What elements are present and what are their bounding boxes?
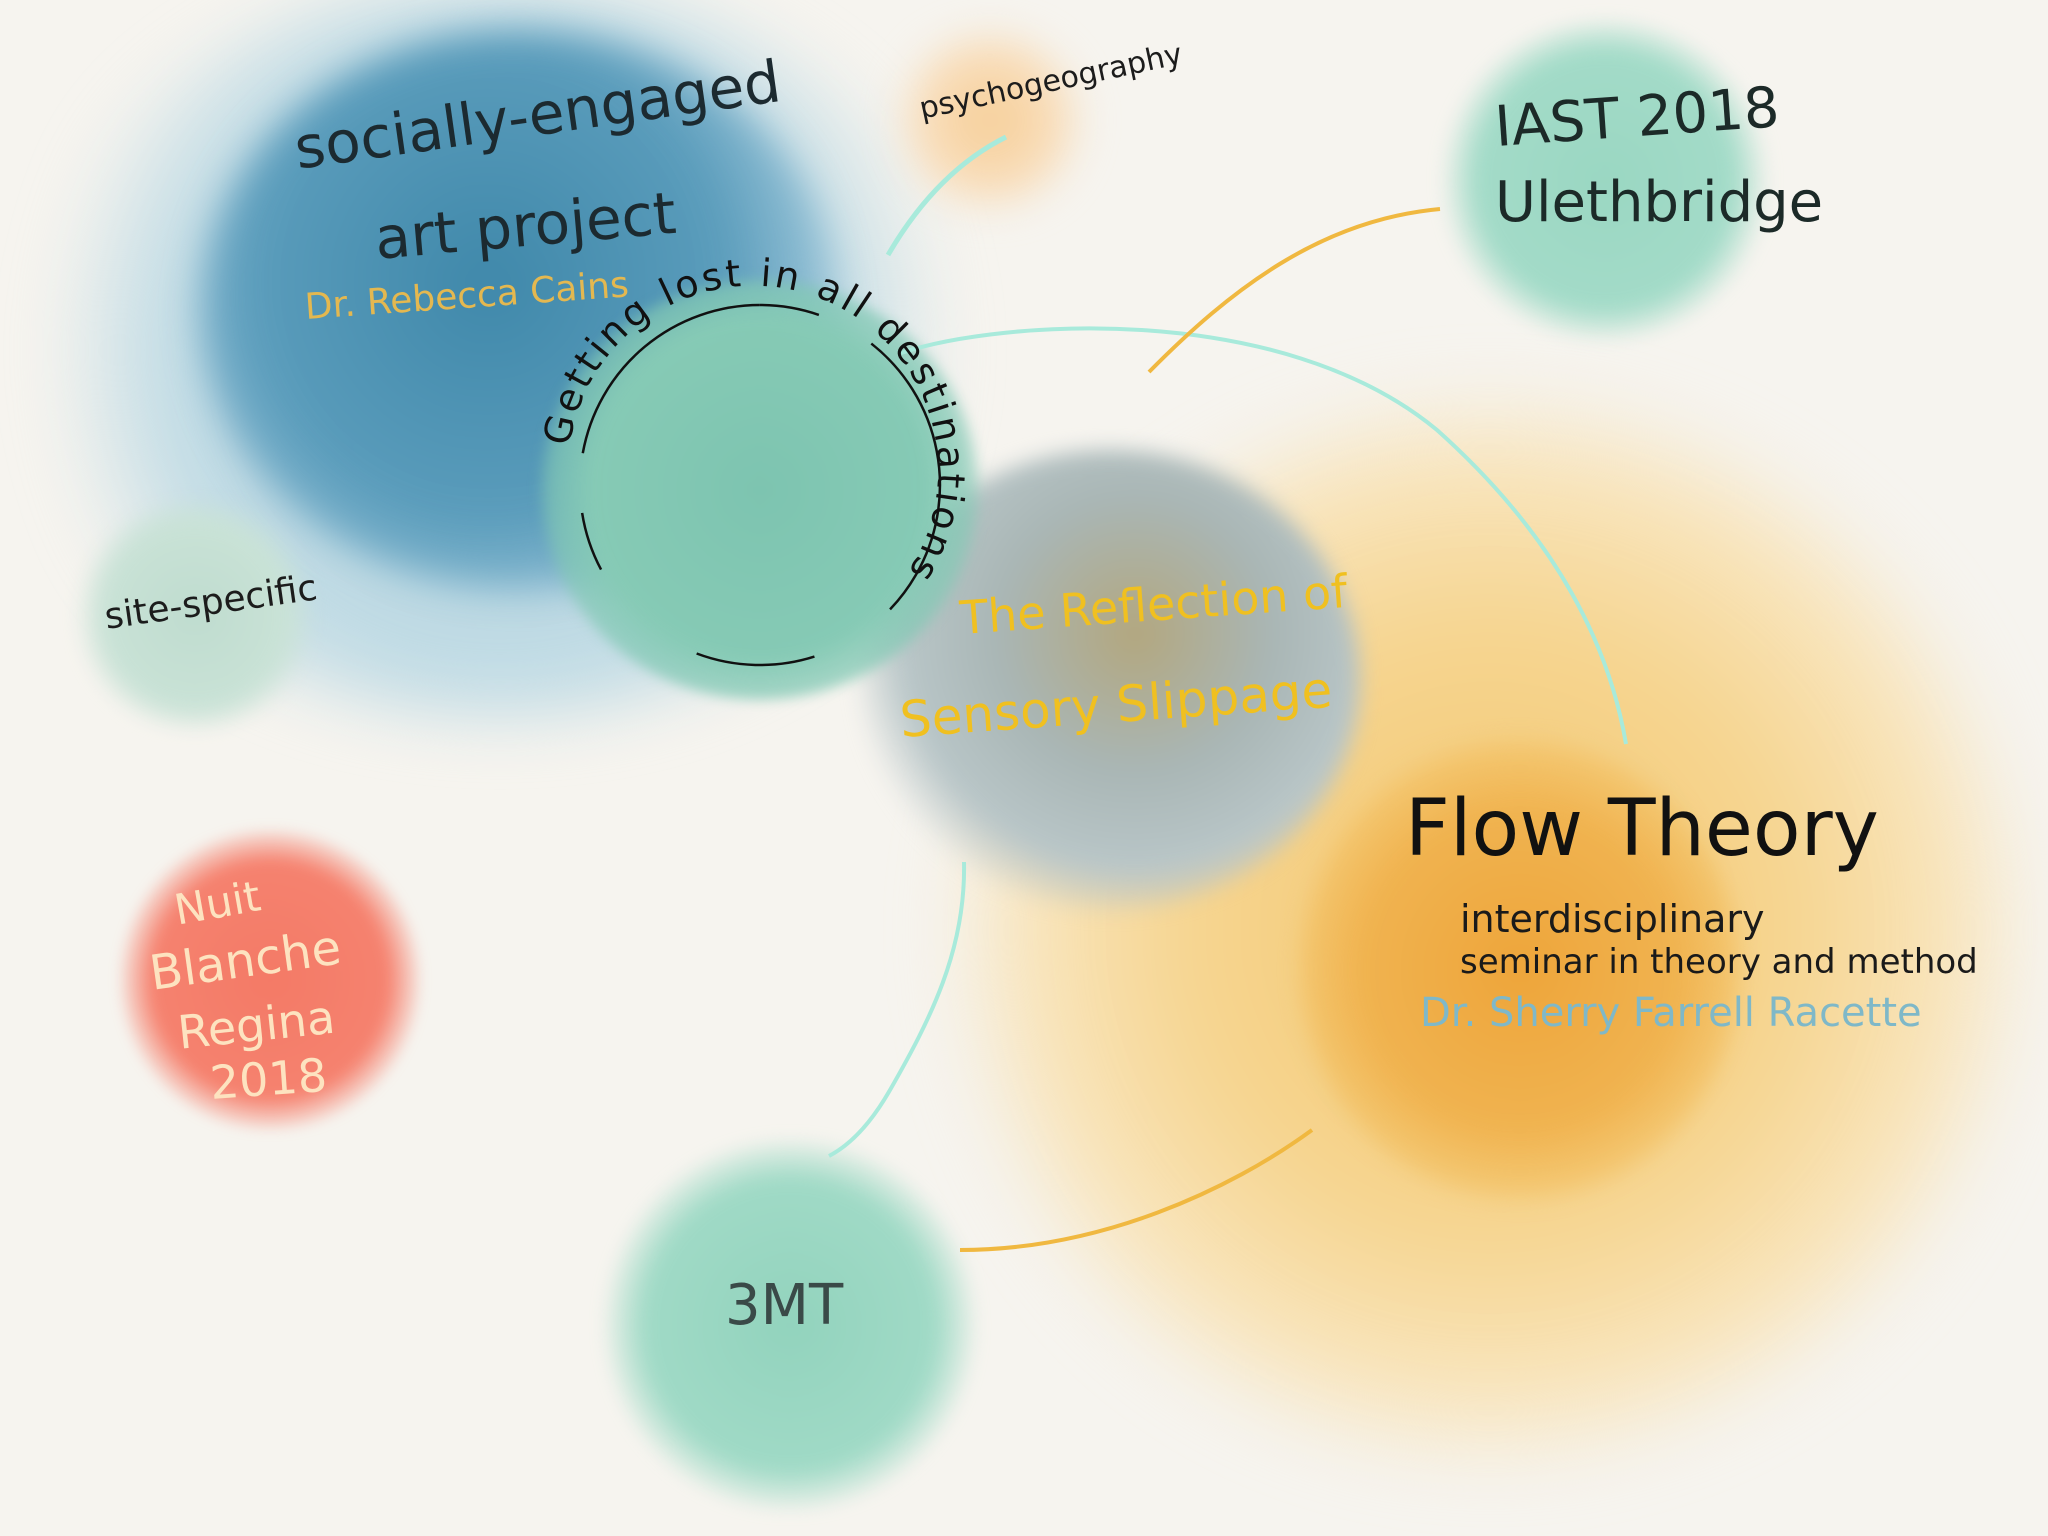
- 3mt-blob[interactable]: [605, 1140, 975, 1510]
- connector-iast: [1147, 207, 1441, 374]
- flow-theory-line1: interdisciplinary: [1460, 897, 1765, 941]
- connector-3mt-flow: [959, 1128, 1314, 1252]
- 3mt-label: 3MT: [725, 1273, 844, 1338]
- flow-theory-title: Flow Theory: [1405, 784, 1879, 874]
- flow-theory-blob[interactable]: [1300, 740, 1740, 1200]
- nuit-line4: 2018: [208, 1047, 329, 1110]
- psychogeography-blob[interactable]: [895, 30, 1085, 210]
- flow-theory-author: Dr. Sherry Farrell Racette: [1420, 990, 1922, 1036]
- getting-lost-circle: [578, 303, 942, 667]
- iast-blob[interactable]: [1440, 20, 1770, 340]
- nuit-blanche-blob[interactable]: [120, 830, 420, 1130]
- connector-flow-theory: [900, 326, 1628, 745]
- iast-line2: Ulethbridge: [1495, 170, 1824, 235]
- flow-theory-line2: seminar in theory and method: [1460, 942, 1978, 982]
- site-specific-blob[interactable]: [75, 500, 315, 730]
- connector-3mt: [828, 861, 967, 1158]
- connector-psychogeography: [885, 134, 1008, 257]
